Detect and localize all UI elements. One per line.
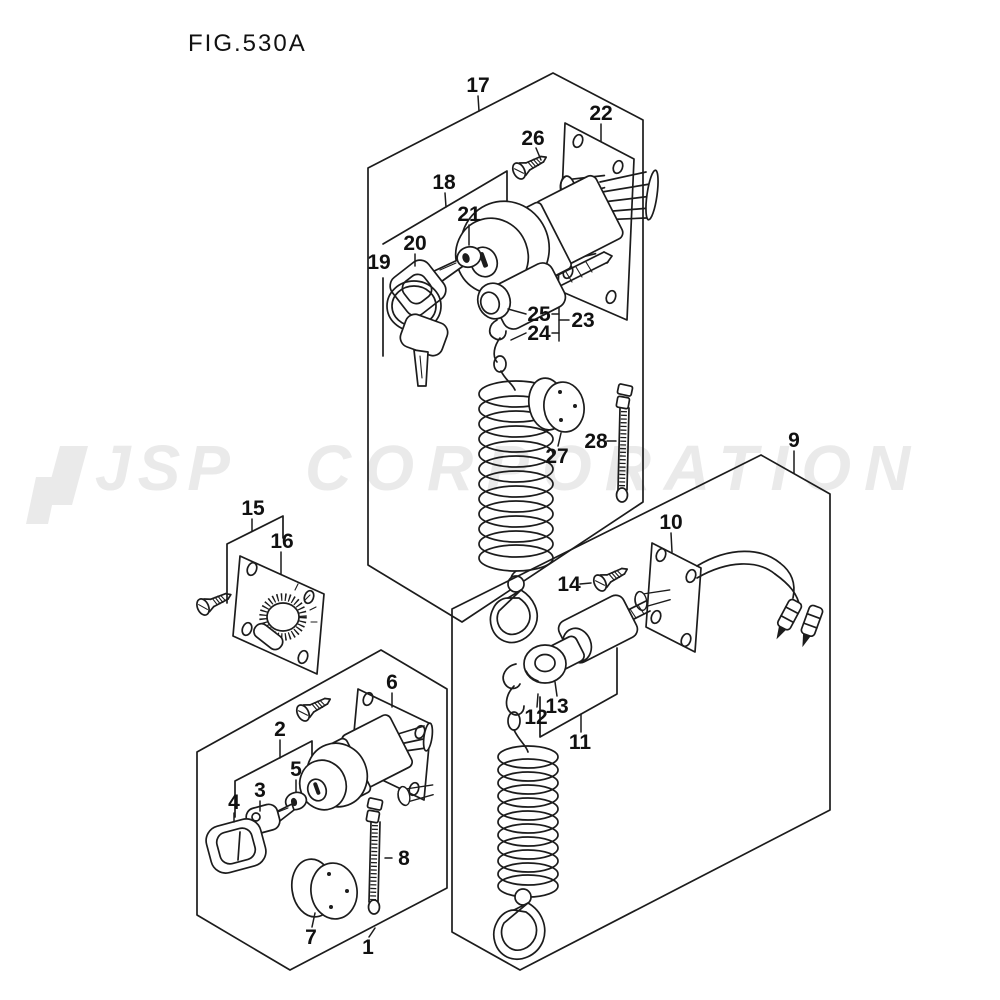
sub-outline-15 — [226, 515, 284, 604]
panel-17-outline — [367, 72, 644, 623]
panel-1-outline — [196, 649, 448, 971]
callout-25: 25 — [527, 303, 551, 326]
callout-16: 16 — [270, 530, 293, 553]
callout-6: 6 — [386, 671, 398, 694]
callout-15: 15 — [241, 497, 265, 520]
screw-icon — [193, 585, 236, 618]
nut-13 — [523, 644, 567, 684]
callout-10: 10 — [659, 511, 682, 534]
callout-12: 12 — [524, 706, 547, 729]
lock-clip-12 — [502, 663, 525, 731]
ignition-switch — [454, 169, 659, 295]
screw-26-icon — [509, 148, 551, 182]
band-8 — [365, 797, 384, 915]
key-set — [386, 257, 467, 387]
panel-ignition-switch-assembly-1 — [196, 649, 448, 971]
ignition-switch-2 — [298, 714, 434, 811]
panel-ignition-switch-assembly — [367, 72, 659, 644]
callout-5: 5 — [290, 758, 302, 781]
switch-cap-7 — [290, 858, 358, 920]
callouts: 17 22 26 18 21 20 19 25 24 23 27 28 9 10… — [228, 74, 800, 959]
screw-icon — [293, 690, 335, 724]
sub-outline-18-top — [382, 170, 508, 245]
wire-harness — [696, 550, 824, 648]
watermark-word: CORPORATION — [305, 432, 923, 504]
callout-8: 8 — [398, 847, 410, 870]
panel-stop-switch-assembly — [451, 454, 831, 971]
mounting-plate-10 — [645, 542, 702, 653]
callout-24: 24 — [527, 322, 551, 345]
switch-panel-assembly-15 — [193, 515, 325, 675]
knob-lever — [253, 622, 284, 651]
screw-14-icon — [590, 560, 632, 594]
bullet-connector-icon — [776, 598, 803, 640]
watermark-brand: JSP — [95, 432, 237, 504]
rotary-knob-icon — [259, 593, 307, 641]
callout-23: 23 — [571, 309, 594, 332]
callout-9: 9 — [788, 429, 800, 452]
watermark-logo-step — [26, 477, 58, 524]
snap-hook-icon — [493, 888, 546, 960]
snap-hook-icon — [489, 575, 539, 644]
callout-18: 18 — [432, 171, 456, 194]
callout-21: 21 — [457, 203, 481, 226]
washer-21 — [456, 245, 482, 269]
callout-17: 17 — [466, 74, 489, 97]
callout-26: 26 — [521, 127, 544, 150]
bullet-connector-icon — [800, 604, 824, 648]
callout-27: 27 — [545, 445, 568, 468]
lock-clip-24 — [488, 319, 507, 341]
callout-20: 20 — [403, 232, 426, 255]
lanyard-cord-2 — [493, 729, 559, 960]
switch-plate-16 — [232, 555, 325, 675]
callout-7: 7 — [305, 926, 317, 949]
callout-19: 19 — [367, 251, 390, 274]
callout-28: 28 — [584, 430, 608, 453]
watermark: JSP CORPORATION — [26, 432, 923, 524]
key-20 — [389, 259, 447, 317]
callout-22: 22 — [589, 102, 612, 125]
callout-4: 4 — [228, 791, 240, 814]
callout-3: 3 — [254, 779, 266, 802]
callout-2: 2 — [274, 718, 286, 741]
band-28 — [615, 383, 634, 503]
switch-cap-27 — [527, 377, 585, 433]
key-cover-4 — [205, 818, 267, 874]
callout-1: 1 — [362, 936, 374, 959]
sub-outline-11 — [539, 647, 618, 738]
panel-9-outline — [451, 454, 831, 971]
callout-11: 11 — [569, 731, 592, 754]
stop-switch — [476, 251, 613, 373]
callout-13: 13 — [545, 695, 568, 718]
callout-14: 14 — [557, 573, 581, 596]
figure-title: FIG.530A — [188, 30, 307, 57]
